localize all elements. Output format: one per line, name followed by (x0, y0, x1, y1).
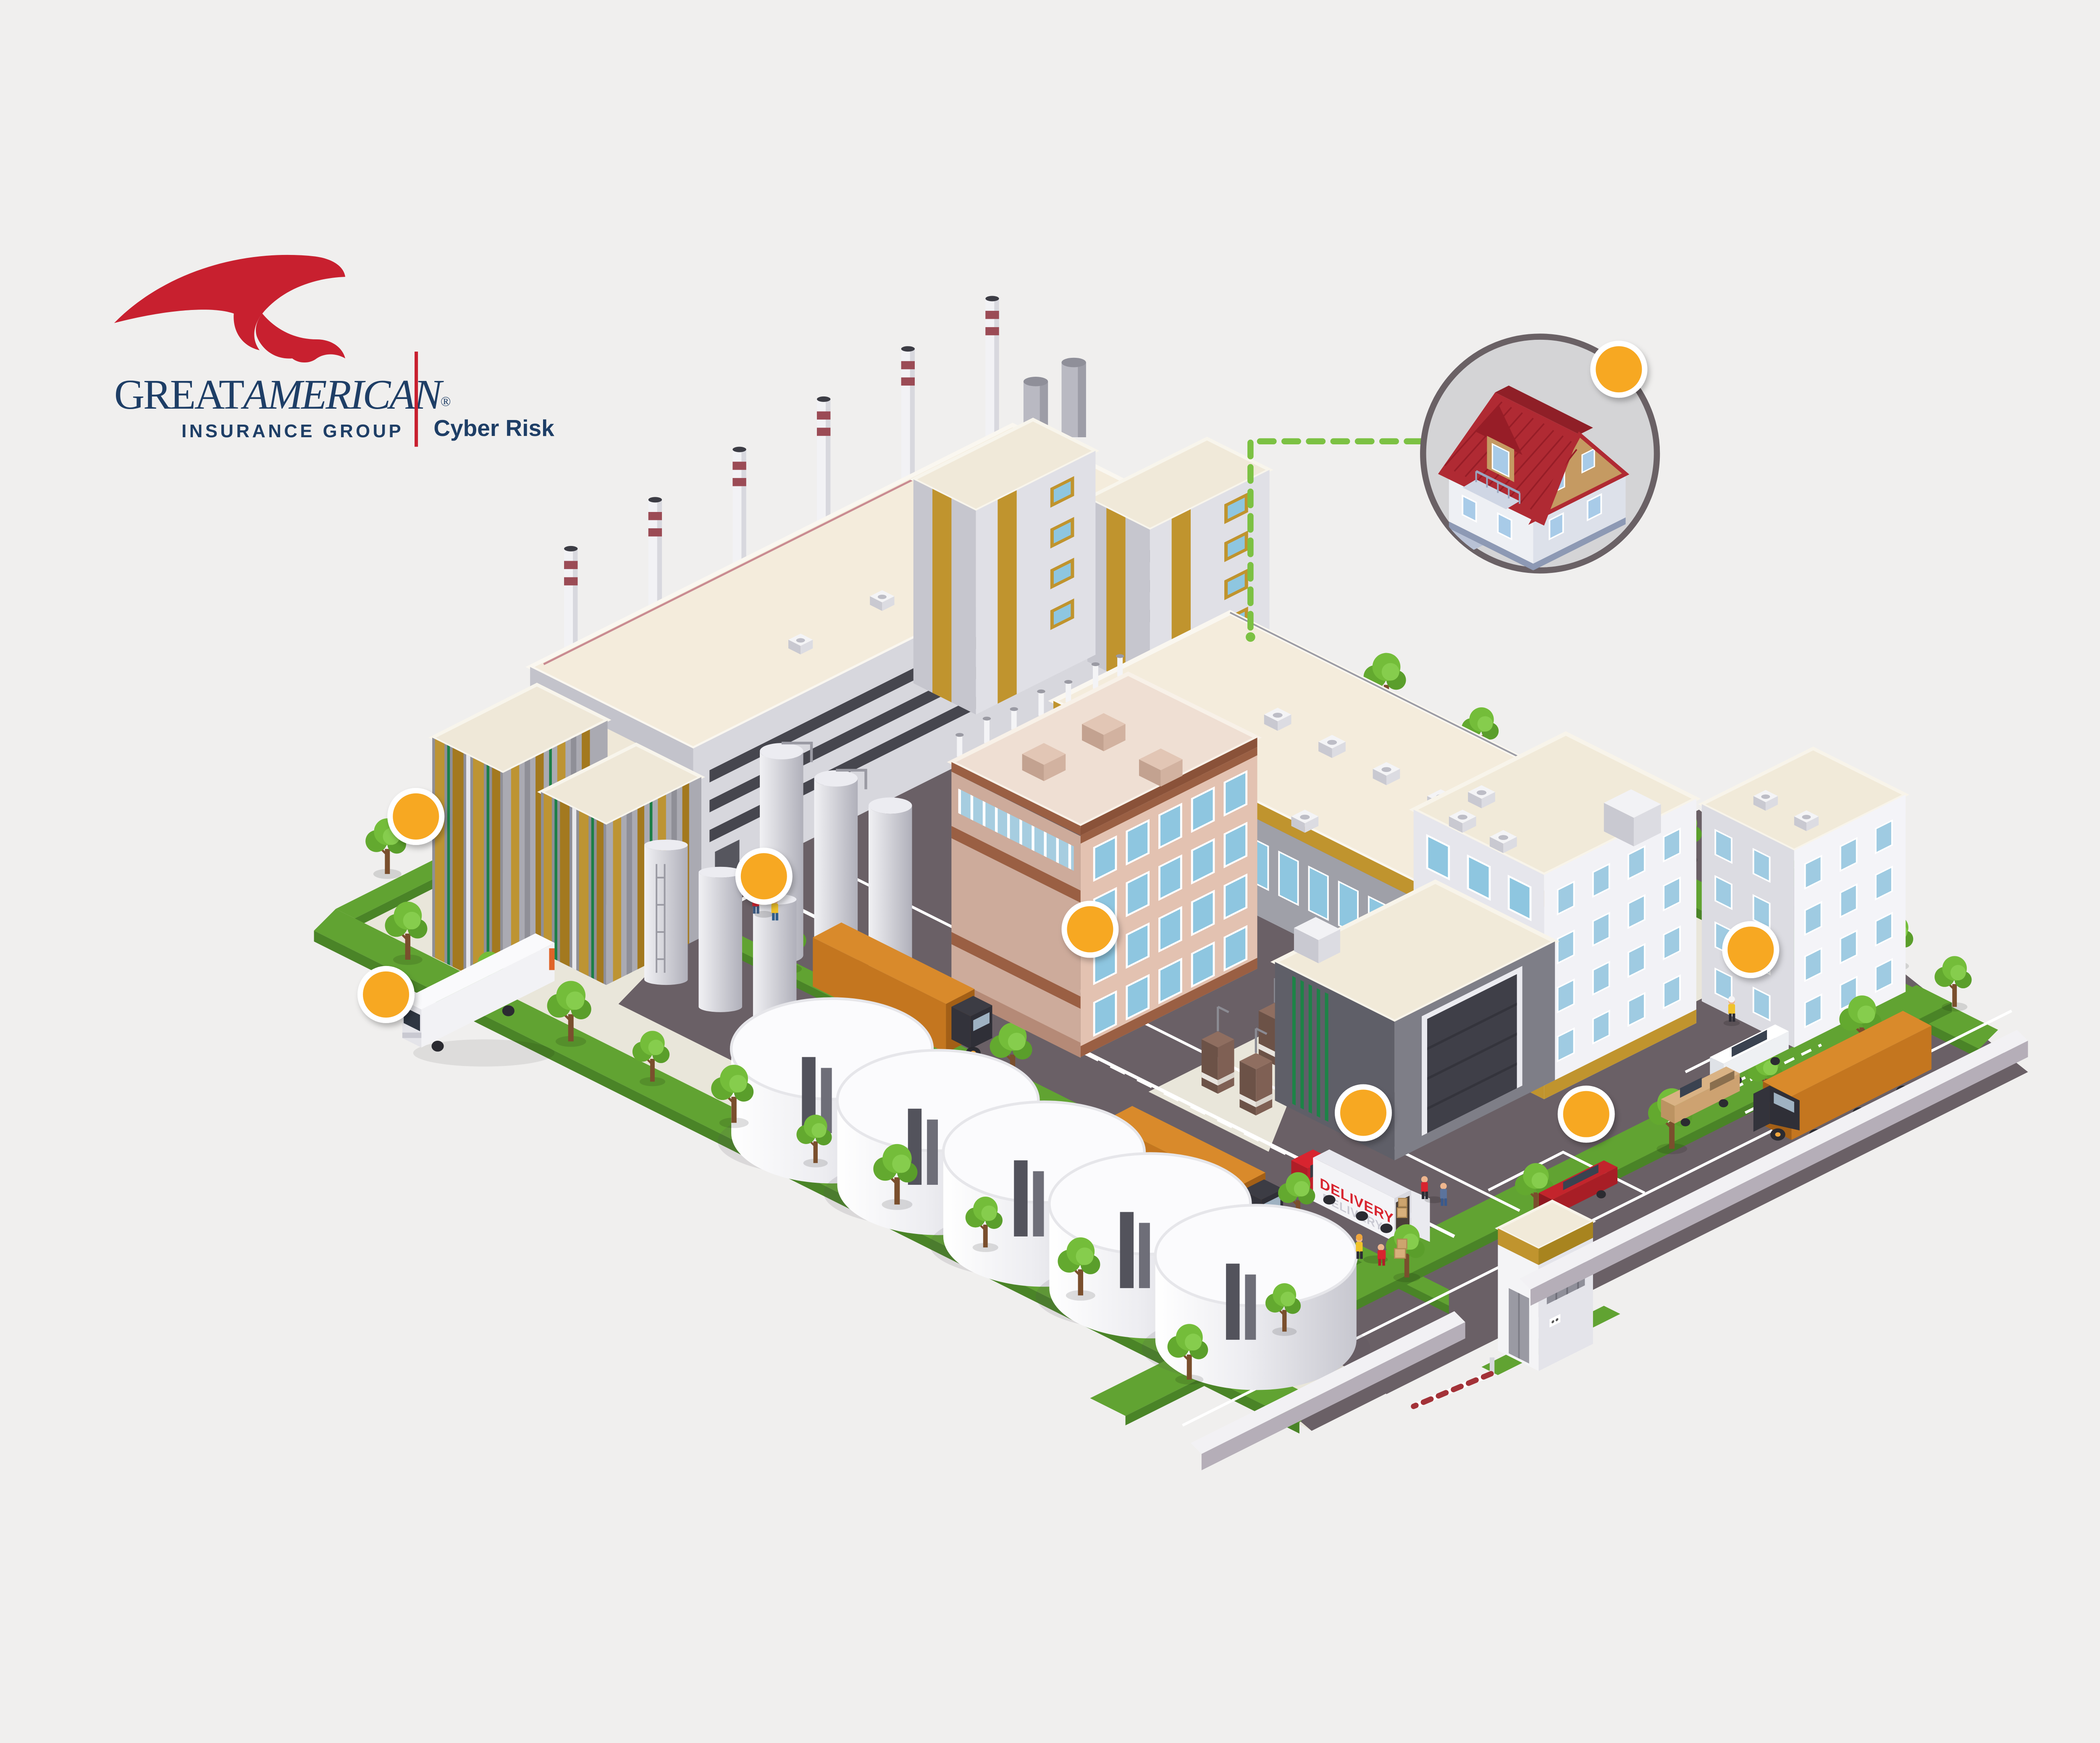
hotspot-markers (357, 341, 1780, 1143)
logo-word-great: GREAT (114, 371, 244, 418)
hotspot-perimeter-van[interactable] (357, 966, 415, 1023)
gold-striped-towers (909, 417, 1273, 715)
inset-connector-line (1247, 438, 1424, 632)
pink-sw-face (951, 772, 1081, 1058)
eagle-icon (114, 255, 346, 363)
pink-office-building (947, 654, 1262, 1058)
garage-wing-se-face (1394, 941, 1555, 1160)
roof-pipes (956, 654, 1124, 757)
white-van (402, 933, 555, 1067)
hotspot-house-inset[interactable] (1590, 341, 1648, 398)
worker-pair-sidewalk (1421, 1176, 1447, 1206)
supervisor-worker (1723, 996, 1740, 1026)
hotspot-office-tower[interactable] (1557, 1085, 1615, 1143)
gatehouse (1411, 1200, 1620, 1409)
people (752, 890, 1740, 1266)
striped-process-towers (428, 682, 705, 992)
logo-wordmark: GREATAMERICAN® (114, 371, 451, 418)
parked-pickup (1661, 1066, 1740, 1126)
pink-se-face (1080, 747, 1257, 1057)
unloading-workers (1356, 1234, 1407, 1266)
house-roof (1438, 386, 1630, 526)
hotspot-parking[interactable] (1722, 921, 1780, 979)
hotspot-yard[interactable] (735, 848, 793, 905)
pink-roof-vents (1022, 713, 1183, 787)
hotspot-warehouse-garage[interactable] (1334, 1084, 1392, 1142)
house-inset-group (1246, 333, 1660, 642)
hotspot-office-pink[interactable] (1061, 900, 1119, 958)
silo-cluster (644, 741, 912, 1040)
brand-logo: GREATAMERICAN® INSURANCE GROUP Cyber Ris… (114, 255, 554, 447)
semi-truck-3 (1753, 1011, 1932, 1141)
perimeter-wall (1190, 1030, 2028, 1470)
registered-mark: ® (441, 394, 451, 409)
division-label: Cyber Risk (433, 415, 554, 441)
logo-subtitle: INSURANCE GROUP (181, 421, 404, 441)
logo-divider (415, 352, 418, 447)
hotspot-striped-tower[interactable] (387, 788, 445, 845)
parked-red-sedan (1538, 1160, 1618, 1218)
logo-word-american: AMERICAN (241, 371, 444, 418)
inset-connector-dot (1246, 632, 1255, 642)
